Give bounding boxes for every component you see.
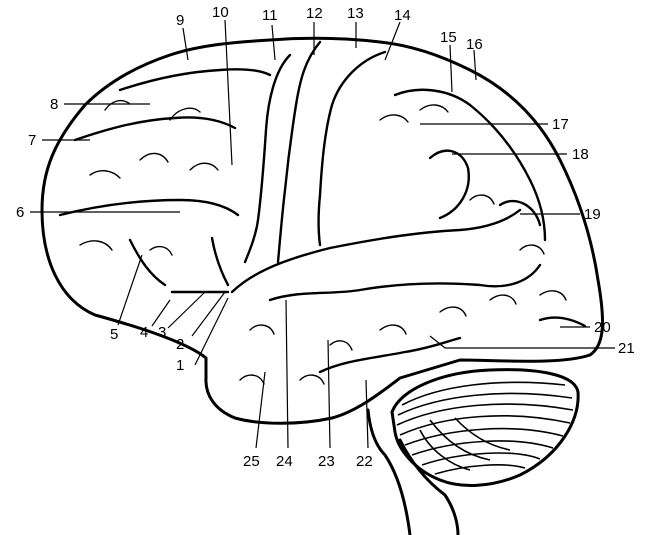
- label-12: 12: [306, 5, 323, 22]
- label-19: 19: [584, 206, 601, 223]
- label-17: 17: [552, 116, 569, 133]
- label-1: 1: [176, 357, 184, 374]
- leader-lines: [30, 19, 615, 449]
- inferior-frontal-sulcus: [73, 116, 237, 142]
- orbital-sulcus: [128, 238, 167, 287]
- superior-temporal-sulcus: [268, 263, 542, 302]
- number-labels: 1 2 3 4 5 6 7 8 9 10 11 12 13 14 15 16 1…: [16, 4, 635, 470]
- label-9: 9: [176, 12, 184, 29]
- label-6: 6: [16, 204, 24, 221]
- superior-frontal-sulcus: [118, 68, 272, 92]
- label-14: 14: [394, 7, 411, 24]
- cerebellum: [390, 368, 580, 487]
- label-22: 22: [356, 453, 373, 470]
- brain-outline: [40, 36, 605, 425]
- inferior-temporal-sulcus: [318, 336, 462, 374]
- label-15: 15: [440, 29, 457, 46]
- central-sulcus: [276, 40, 322, 264]
- intraparietal-sulcus: [393, 88, 547, 242]
- supramarginal-sulcus: [498, 199, 542, 227]
- label-10: 10: [212, 4, 229, 21]
- label-2: 2: [176, 336, 184, 353]
- minor-wrinkles: [79, 99, 567, 385]
- postcentral-sulcus: [317, 50, 387, 247]
- label-5: 5: [110, 326, 118, 343]
- label-7: 7: [28, 132, 36, 149]
- brainstem: [366, 408, 460, 535]
- label-18: 18: [572, 146, 589, 163]
- label-16: 16: [466, 36, 483, 53]
- angular-gyrus-sulcus: [428, 149, 470, 220]
- frontal-lower-sulcus: [58, 198, 240, 217]
- label-20: 20: [594, 319, 611, 336]
- label-23: 23: [318, 453, 335, 470]
- label-13: 13: [347, 5, 364, 22]
- label-24: 24: [276, 453, 293, 470]
- anterior-ascending-ramus: [210, 236, 230, 287]
- lateral-fissure: [230, 208, 522, 294]
- label-21: 21: [618, 340, 635, 357]
- label-8: 8: [50, 96, 58, 113]
- label-11: 11: [262, 7, 278, 24]
- sulci: [58, 40, 587, 374]
- lateral-occipital-sulcus: [538, 316, 587, 328]
- label-3: 3: [158, 324, 166, 341]
- label-4: 4: [140, 324, 148, 341]
- label-25: 25: [243, 453, 260, 470]
- precentral-sulcus: [243, 53, 292, 264]
